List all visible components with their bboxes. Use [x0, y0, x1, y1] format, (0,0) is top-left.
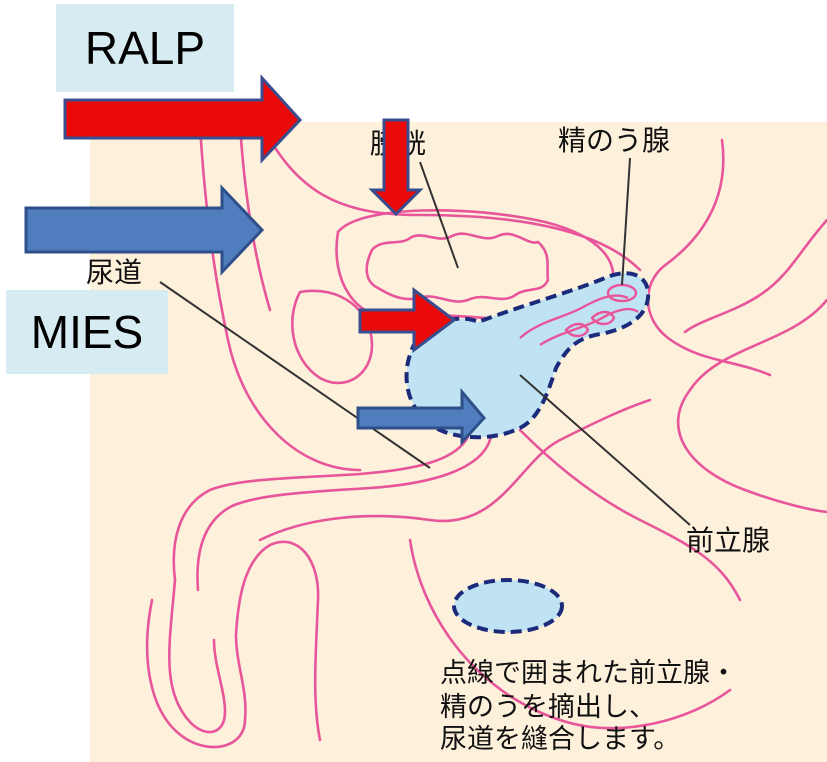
legend-line-1: 点線で囲まれた前立腺・ [440, 658, 737, 689]
mies-tag: MIES [6, 290, 168, 374]
legend-excision-sample [454, 580, 562, 632]
seminal-vesicle-label: 精のう腺 [558, 124, 670, 157]
legend-line-3: 尿道を縫合します。 [440, 724, 680, 755]
legend-line-2: 精のうを摘出し、 [440, 692, 656, 723]
urethra-label: 尿道 [86, 256, 142, 289]
ralp-tag: RALP [56, 4, 234, 92]
mies-tag-label: MIES [31, 309, 143, 355]
prostate-label: 前立腺 [686, 524, 770, 557]
ralp-tag-label: RALP [85, 25, 205, 71]
